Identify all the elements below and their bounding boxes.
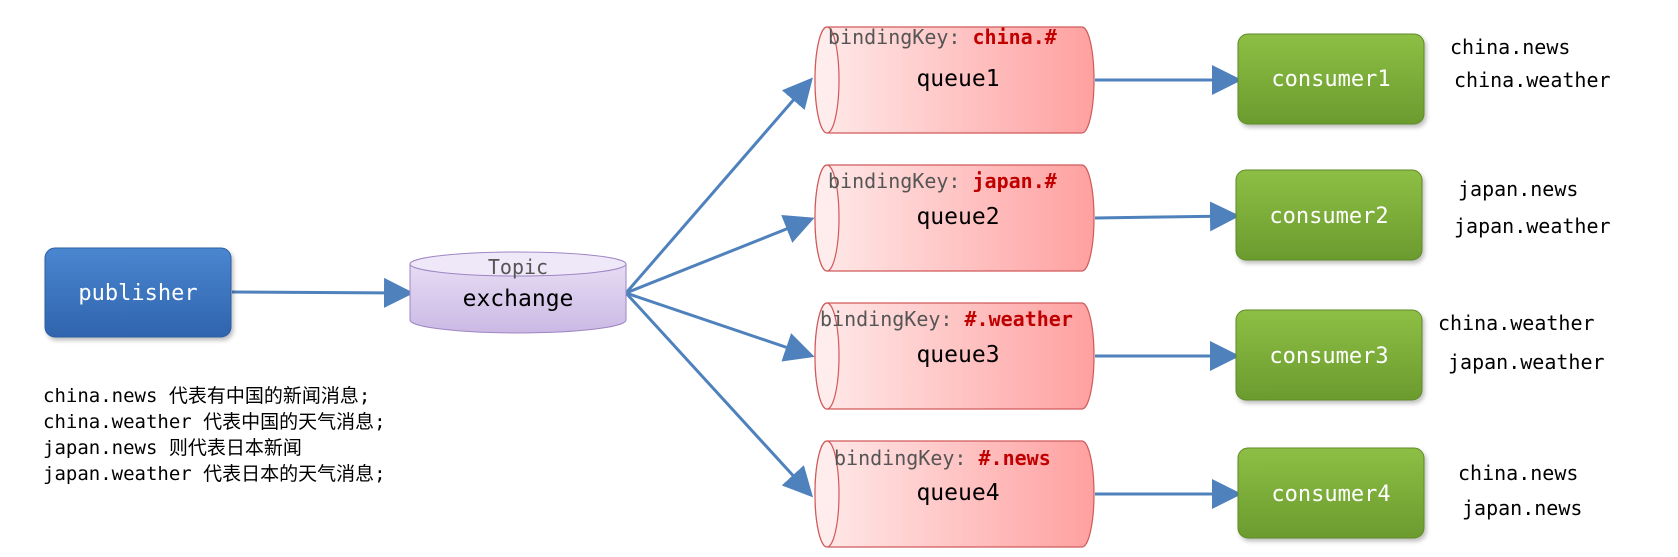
queue-node-2: bindingKey: japan.# queue2 bbox=[814, 164, 1095, 272]
queue3-binding-prefix: bindingKey: bbox=[820, 307, 965, 331]
arrow-publisher-to-exchange bbox=[231, 277, 414, 308]
routing-key-description: china.news 代表有中国的新闻消息; china.weather 代表中国… bbox=[43, 383, 386, 487]
consumer3-key-1: china.weather bbox=[1438, 311, 1595, 335]
queue2-binding-prefix: bindingKey: bbox=[828, 169, 973, 193]
exchange-label: exchange bbox=[463, 286, 574, 312]
consumer-received-keys: china.news china.weather japan.news japa… bbox=[1438, 35, 1611, 520]
arrow-queue2-to-consumer2 bbox=[1094, 201, 1240, 232]
consumer1-key-1: china.news bbox=[1450, 35, 1570, 59]
arrow-exchange-to-queue1 bbox=[624, 77, 813, 294]
queue4-binding-value: #.news bbox=[979, 446, 1051, 470]
consumer-node-1: consumer1 bbox=[1237, 33, 1425, 125]
consumer-node-4: consumer4 bbox=[1237, 447, 1425, 539]
publisher-label: publisher bbox=[78, 281, 197, 306]
queue1-binding-key: bindingKey: china.# bbox=[828, 25, 1057, 49]
queue1-binding-prefix: bindingKey: bbox=[828, 25, 973, 49]
consumer-node-3: consumer3 bbox=[1235, 309, 1423, 401]
consumer2-key-1: japan.news bbox=[1458, 177, 1578, 201]
consumer4-key-1: china.news bbox=[1458, 461, 1578, 485]
queue3-binding-value: #.weather bbox=[965, 307, 1073, 331]
exchange-type-label: Topic bbox=[488, 255, 548, 279]
consumer2-label: consumer2 bbox=[1269, 204, 1388, 229]
arrow-exchange-to-queue4 bbox=[624, 291, 814, 498]
queue2-binding-key: bindingKey: japan.# bbox=[828, 169, 1057, 193]
consumer3-label: consumer3 bbox=[1269, 344, 1388, 369]
queue4-label: queue4 bbox=[916, 480, 999, 506]
queue2-label: queue2 bbox=[916, 204, 999, 230]
consumer4-label: consumer4 bbox=[1271, 482, 1390, 507]
consumer3-key-2: japan.weather bbox=[1448, 350, 1605, 374]
queue-node-1: bindingKey: china.# queue1 bbox=[814, 25, 1095, 134]
queue4-binding-prefix: bindingKey: bbox=[834, 446, 979, 470]
queue3-binding-key: bindingKey: #.weather bbox=[820, 307, 1073, 331]
consumer1-label: consumer1 bbox=[1271, 67, 1390, 92]
arrow-exchange-to-queue3 bbox=[625, 291, 815, 362]
queue2-binding-value: japan.# bbox=[973, 169, 1057, 193]
arrows bbox=[231, 65, 1242, 509]
description-line: japan.news 则代表日本新闻 bbox=[43, 437, 302, 459]
queue-node-4: bindingKey: #.news queue4 bbox=[814, 440, 1095, 548]
exchange-node: Topic exchange bbox=[409, 251, 627, 334]
description-line: china.news 代表有中国的新闻消息; bbox=[43, 385, 371, 407]
queue3-label: queue3 bbox=[916, 342, 999, 368]
consumer4-key-2: japan.news bbox=[1462, 496, 1582, 520]
queue4-binding-key: bindingKey: #.news bbox=[834, 446, 1051, 470]
description-line: china.weather 代表中国的天气消息; bbox=[43, 411, 386, 433]
arrow-exchange-to-queue2 bbox=[625, 214, 815, 295]
consumer-node-2: consumer2 bbox=[1235, 169, 1423, 261]
publisher-node: publisher bbox=[44, 247, 232, 338]
queue-node-3: bindingKey: #.weather queue3 bbox=[814, 302, 1095, 410]
consumer1-key-2: china.weather bbox=[1454, 68, 1611, 92]
queue1-label: queue1 bbox=[916, 66, 999, 92]
queue1-binding-value: china.# bbox=[973, 25, 1057, 49]
consumer2-key-2: japan.weather bbox=[1454, 214, 1611, 238]
description-line: japan.weather 代表日本的天气消息; bbox=[43, 463, 386, 485]
